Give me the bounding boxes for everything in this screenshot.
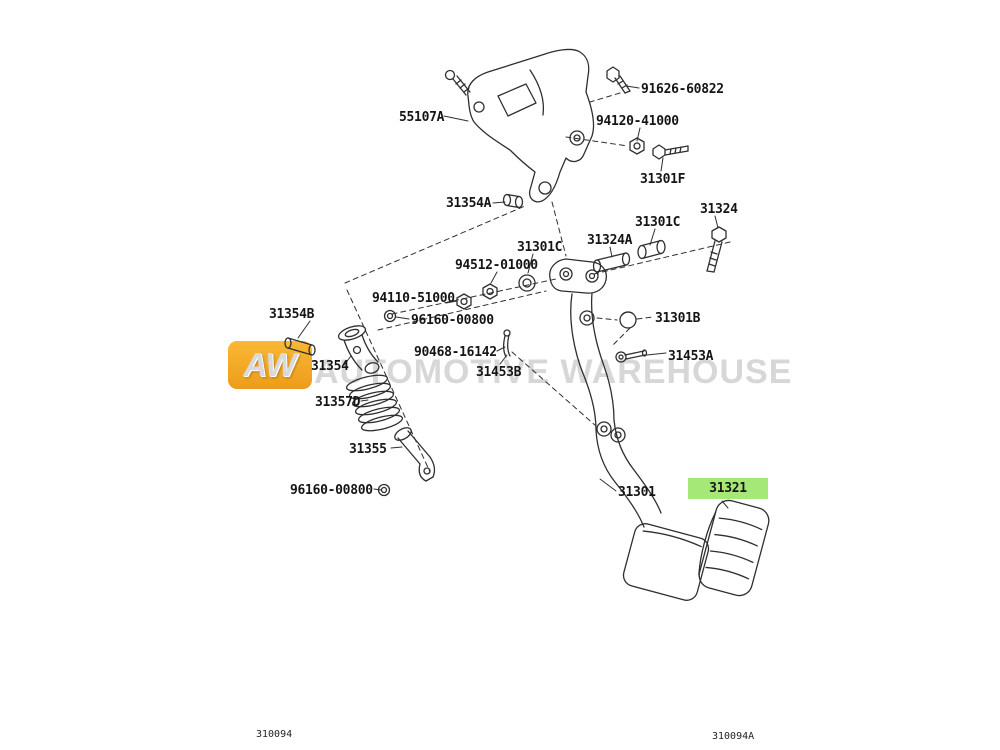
part-label-31453B: 31453B bbox=[476, 365, 522, 380]
part-label-31321: 31321 bbox=[709, 481, 747, 496]
highlighted-part-box: 31321 bbox=[688, 478, 768, 499]
rod-31355-graphic bbox=[394, 427, 436, 482]
dashed-leader-lines bbox=[344, 92, 731, 473]
part-label-96160-00800-lower: 96160-00800 bbox=[290, 483, 373, 498]
part-label-31355: 31355 bbox=[349, 442, 387, 457]
part-label-31357D: 31357D bbox=[315, 395, 361, 410]
ring-96160-lower-graphic bbox=[377, 483, 391, 497]
nut-94512-graphic bbox=[482, 283, 498, 300]
part-label-31301C-upper: 31301C bbox=[635, 215, 681, 230]
part-label-31354: 31354 bbox=[311, 359, 349, 374]
part-label-94120-41000: 94120-41000 bbox=[596, 114, 679, 129]
pin-31453A-graphic bbox=[615, 349, 648, 363]
part-label-94110-51000: 94110-51000 bbox=[372, 291, 455, 306]
part-label-94512-01000: 94512-01000 bbox=[455, 258, 538, 273]
part-label-31354B: 31354B bbox=[269, 307, 315, 322]
ball-31301B-graphic bbox=[619, 311, 637, 329]
sleeve-31324A-graphic bbox=[592, 252, 631, 273]
fork-31354-graphic bbox=[337, 325, 380, 374]
footer-code-left: 310094 bbox=[256, 729, 293, 740]
clip-90468-graphic bbox=[502, 329, 511, 358]
watermark-logo: AW bbox=[228, 341, 312, 389]
part-label-91626-60822: 91626-60822 bbox=[641, 82, 724, 97]
part-label-31324A: 31324A bbox=[587, 233, 633, 248]
bushing-31354A-graphic bbox=[502, 193, 524, 209]
bolt-31324-graphic bbox=[706, 226, 727, 273]
nut-94110-graphic bbox=[456, 293, 472, 310]
pedal-pad-31321-graphic bbox=[698, 499, 770, 597]
part-label-31453A: 31453A bbox=[668, 349, 714, 364]
ring-96160-upper-graphic bbox=[383, 309, 397, 323]
part-label-31301: 31301 bbox=[618, 485, 656, 500]
part-label-31301C-mid: 31301C bbox=[517, 240, 563, 255]
part-label-31301B: 31301B bbox=[655, 311, 701, 326]
pedal-arm-31301-graphic bbox=[549, 258, 710, 601]
pedal-support-bracket-graphic bbox=[467, 48, 595, 203]
bracket-bolt-icon bbox=[444, 69, 471, 96]
watermark-text: AUTOMOTIVE WAREHOUSE bbox=[314, 353, 793, 391]
part-label-31324: 31324 bbox=[700, 202, 738, 217]
spring-31357D-graphic bbox=[345, 374, 404, 432]
part-label-31301F: 31301F bbox=[640, 172, 686, 187]
washer-icon bbox=[579, 310, 595, 326]
bushing-31301C-mid-graphic bbox=[518, 274, 536, 292]
part-label-90468-16142: 90468-16142 bbox=[414, 345, 497, 360]
collar-31301C-upper-graphic bbox=[637, 239, 666, 260]
part-label-31354A: 31354A bbox=[446, 196, 492, 211]
pin-31354B-graphic bbox=[284, 337, 316, 356]
bolt-31301F-graphic bbox=[652, 144, 689, 160]
bolt-91626-graphic bbox=[606, 66, 631, 94]
footer-code-right: 310094A bbox=[712, 731, 755, 742]
part-label-96160-00800-upper: 96160-00800 bbox=[411, 313, 494, 328]
nut-94120-graphic bbox=[629, 137, 645, 155]
part-label-55107A: 55107A bbox=[399, 110, 445, 125]
